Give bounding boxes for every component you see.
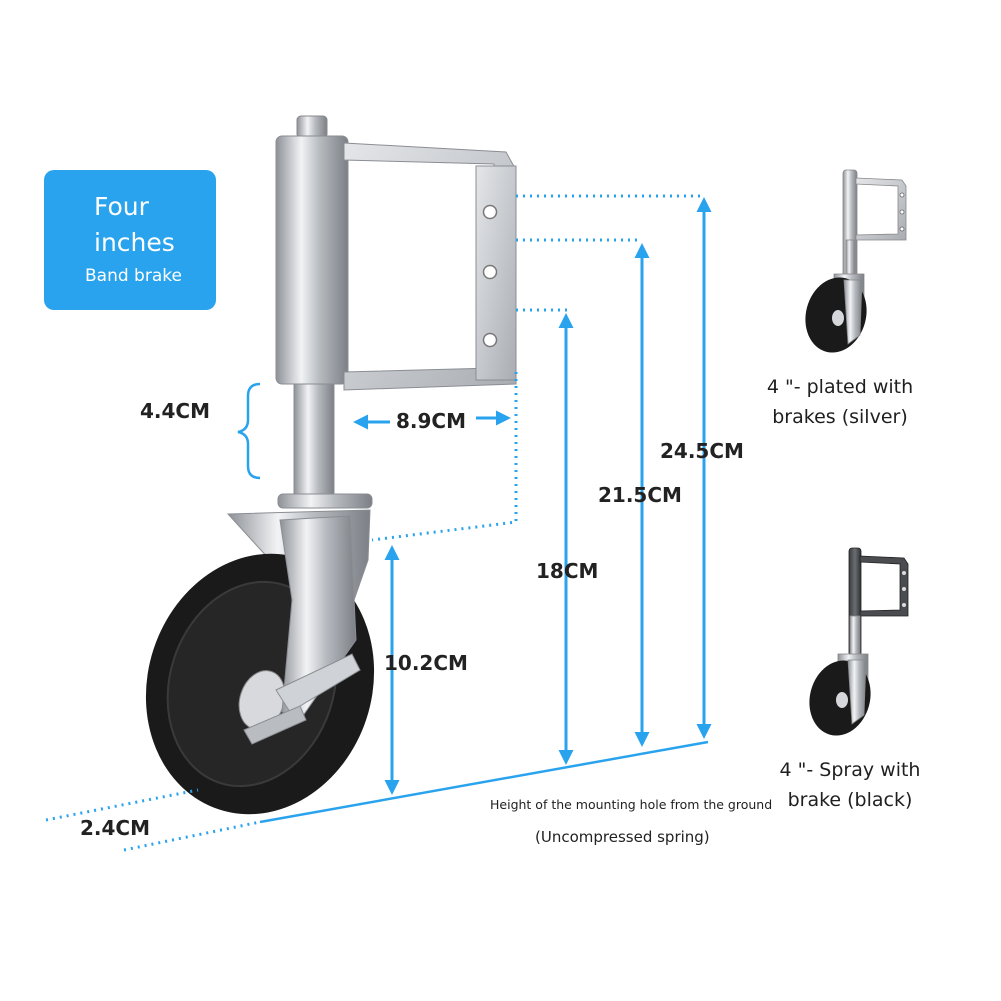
dim-label-hole-middle: 21.5CM	[598, 483, 682, 507]
dim-label-hole-top: 24.5CM	[660, 439, 744, 463]
spring-note: (Uncompressed spring)	[535, 828, 710, 846]
mounting-note: Height of the mounting hole from the gro…	[490, 797, 773, 812]
dim-label-bracket-width: 8.9CM	[396, 409, 466, 433]
variant-black-line-1: 4 "- Spray with	[779, 759, 921, 781]
variant-black-image	[809, 547, 909, 736]
dim-label-hole-bottom: 18CM	[536, 559, 598, 583]
badge-line-1: Four	[94, 192, 149, 221]
dim-label-wheel-height: 10.2CM	[384, 651, 468, 675]
dimension-guides	[45, 194, 712, 852]
main-caster-image	[145, 115, 517, 815]
dim-label-stem: 4.4CM	[140, 399, 210, 423]
size-badge: Four inches Band brake	[44, 170, 216, 310]
dim-label-wheel-width: 2.4CM	[80, 816, 150, 840]
variant-silver-caption: 4 "- plated with brakes (silver)	[750, 372, 930, 432]
variant-black-line-2: brake (black)	[787, 789, 913, 811]
badge-line-3: Band brake	[85, 266, 182, 286]
badge-line-2: inches	[94, 228, 175, 257]
variant-silver-line-1: 4 "- plated with	[766, 376, 914, 398]
variant-silver-line-2: brakes (silver)	[772, 406, 908, 428]
variant-silver-image	[805, 169, 907, 353]
variant-black-caption: 4 "- Spray with brake (black)	[760, 755, 940, 815]
